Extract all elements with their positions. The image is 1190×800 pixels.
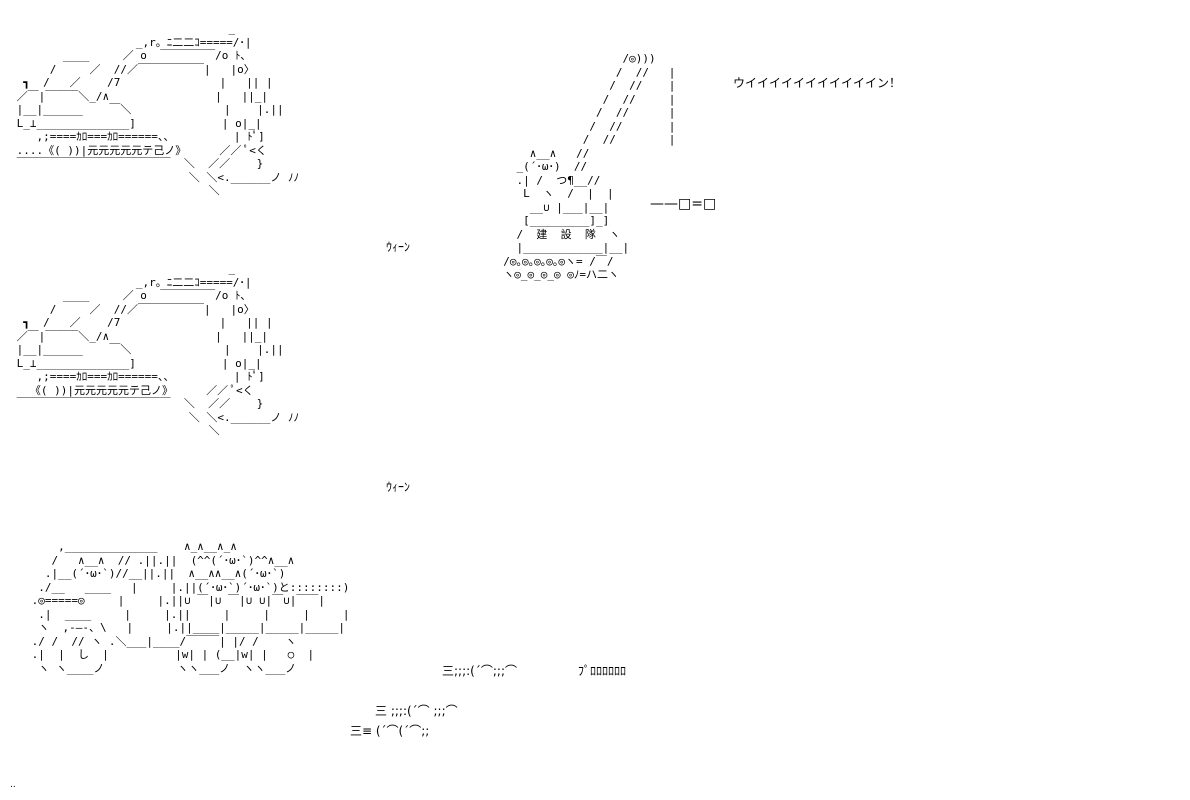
dump-truck-ascii-art: ,______________ ∧_∧__∧_∧ / ∧__∧ // .||.|… [31,540,350,675]
truck-sound-effect: ﾌﾟﾛﾛﾛﾛﾛﾛ [578,664,627,678]
crane-ascii-art: /◎))) / // | / // | / // | / // | / // |… [503,52,676,281]
crane-hook: ——□=□ [650,196,717,212]
truck-smoke-3: 三≡ (´⌒(´⌒;; [350,724,430,738]
excavator-bottom-ascii-art: _ _,r。ﾆ二二ｺ=====/･| ____ ／ o ￣￣￣￣￣/o ﾄ､ /… [16,262,300,437]
excavator-bottom-sound-effect: ｳｨｰﾝ [386,480,411,494]
truck-smoke-1: 三;;;:(´⌒;;;⌒ [442,664,517,678]
corner-mark: .. [10,780,16,790]
crane-sound-effect: ウイイイイイイイイイイイン！ [733,76,902,90]
truck-smoke-2: 三 ;;;:(´⌒ ;;;⌒ [375,704,458,718]
excavator-top-sound-effect: ｳｨｰﾝ [386,240,411,254]
excavator-top-ascii-art: _ _,r。ﾆ二二ｺ=====/･| ____ ／ o ￣￣￣￣￣/o ﾄ､ /… [16,22,300,197]
